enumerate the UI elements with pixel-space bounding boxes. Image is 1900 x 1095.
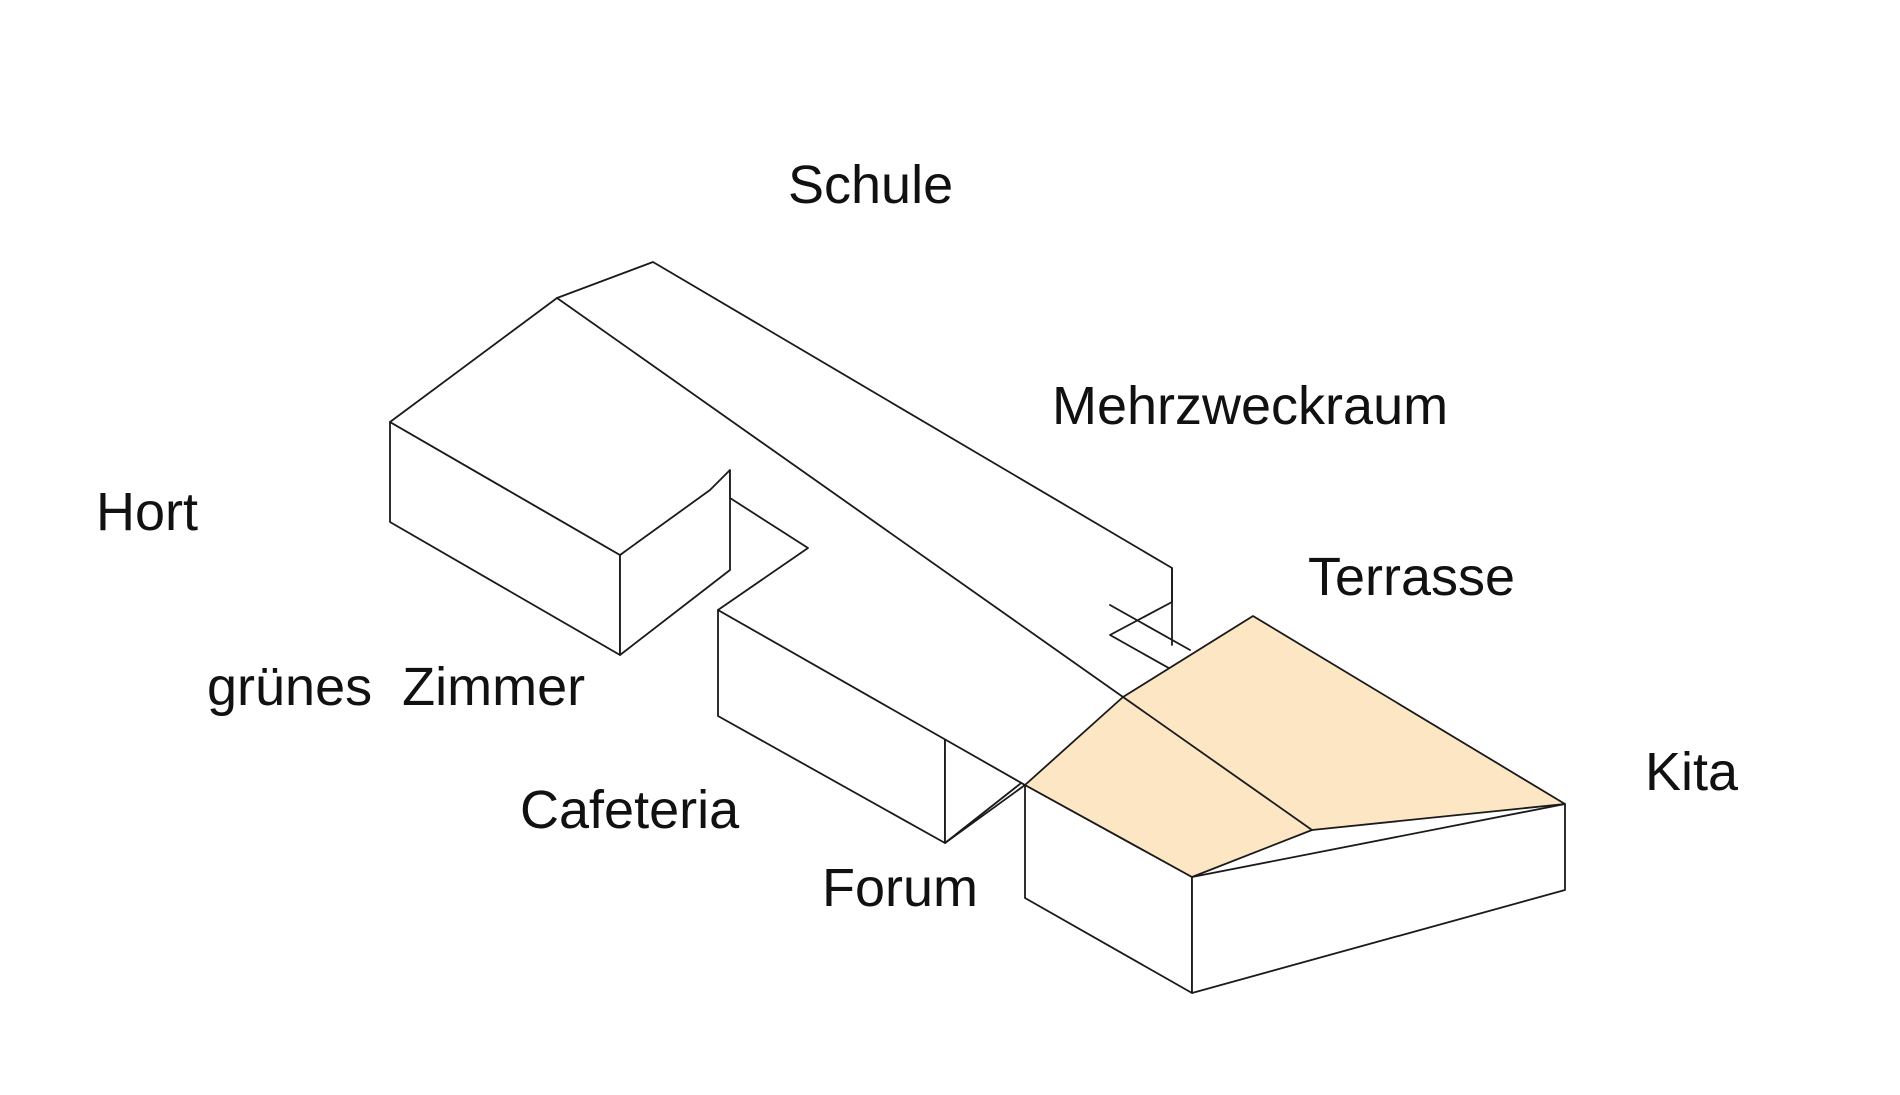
label-cafeteria: Cafeteria: [520, 780, 740, 840]
kita-roof-ridge: [1122, 696, 1313, 831]
kita-side-wall: [1191, 803, 1566, 994]
mehrzweckraum-notch-edge: [1109, 604, 1191, 651]
label-gruenes-zimmer: grünes Zimmer: [207, 657, 585, 717]
roof-ridge-line: [556, 297, 1124, 698]
cafeteria-forum-edge: [944, 784, 1026, 844]
schule-roof: [389, 261, 1191, 786]
label-hort: Hort: [96, 482, 198, 542]
label-forum: Forum: [822, 858, 978, 918]
kita-block: [1024, 615, 1566, 994]
label-schule: Schule: [788, 155, 953, 215]
label-mehrzweckraum: Mehrzweckraum: [1052, 376, 1448, 436]
room-labels: Schule Mehrzweckraum Hort Terrasse grüne…: [96, 155, 1739, 918]
label-kita: Kita: [1645, 742, 1739, 802]
label-terrasse: Terrasse: [1308, 547, 1515, 607]
